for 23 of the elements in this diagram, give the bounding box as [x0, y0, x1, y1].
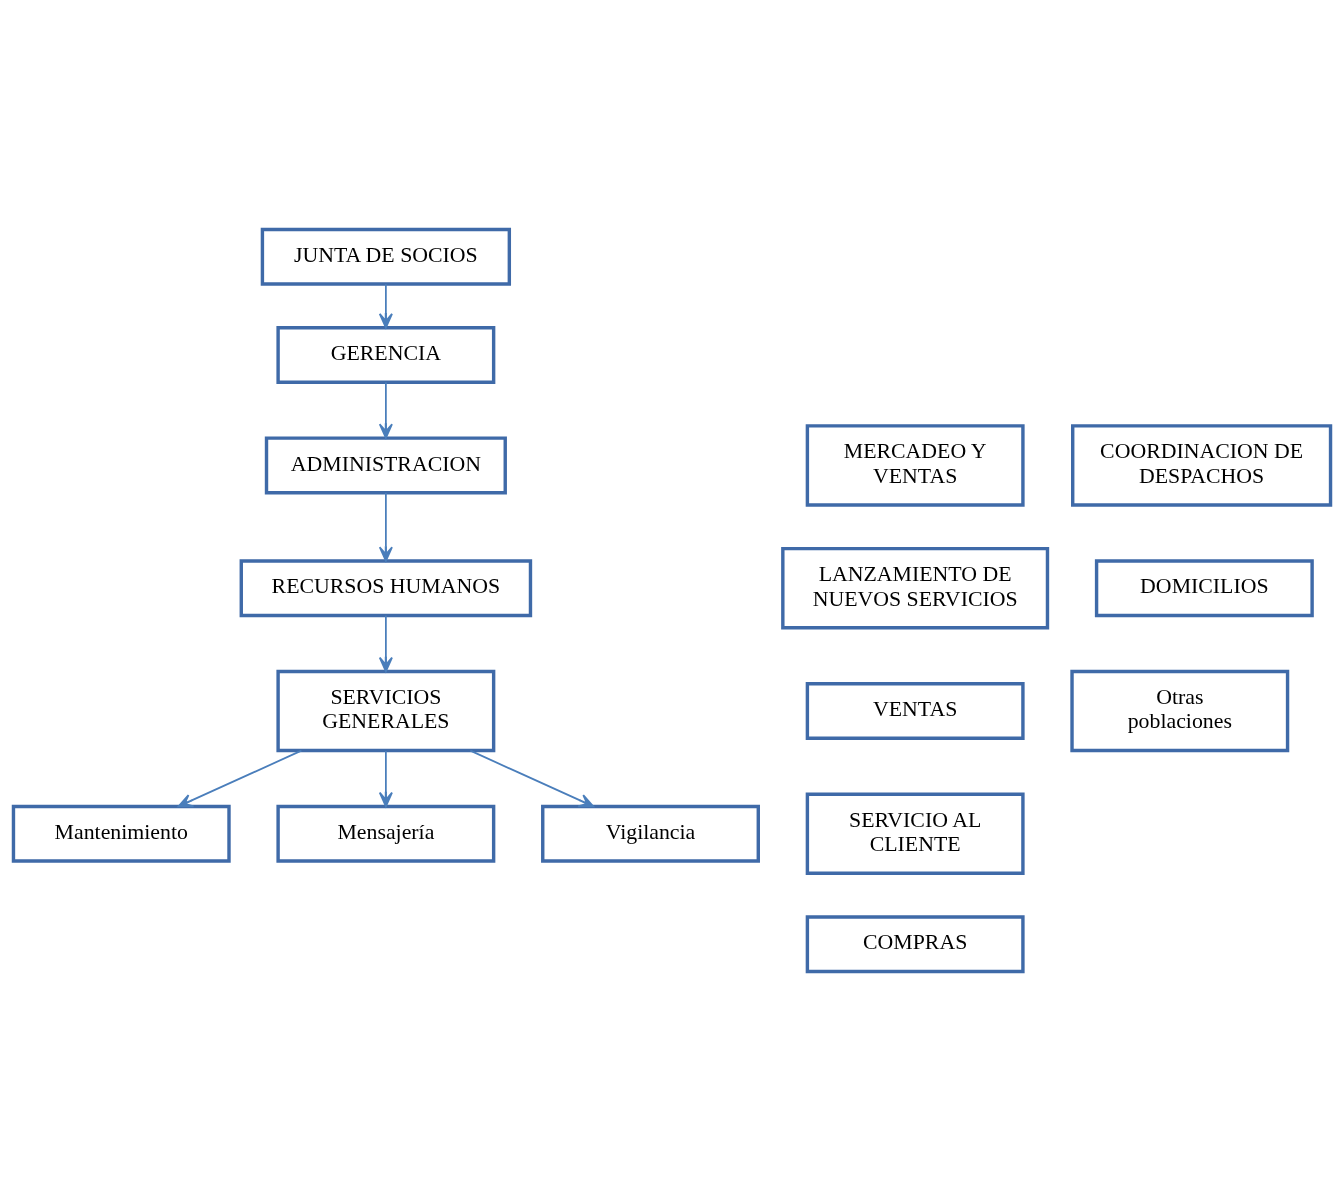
arrow — [378, 614, 393, 672]
node-box: SERVICIO AL CLIENTE — [805, 792, 1025, 875]
arrow — [378, 491, 393, 562]
arrow — [378, 282, 393, 328]
node-box: COORDINACION DE DESPACHOS — [1071, 423, 1333, 507]
node-box: Vigilancia — [541, 804, 760, 863]
node-box: MERCADEO Y VENTAS — [805, 423, 1025, 507]
node-box: VENTAS — [805, 681, 1025, 740]
node-box: DOMICILIOS — [1094, 558, 1314, 617]
node-box: Mensajería — [276, 804, 496, 863]
node-box: LANZAMIENTO DE NUEVOS SERVICIOS — [781, 546, 1050, 629]
node-box: Mantenimiento — [11, 804, 231, 863]
node-box: SERVICIOS GENERALES — [276, 669, 496, 752]
node-box: JUNTA DE SOCIOS — [260, 227, 512, 286]
node-box: Otras poblaciones — [1070, 669, 1290, 752]
node-box: GERENCIA — [276, 325, 496, 384]
node-box: RECURSOS HUMANOS — [239, 558, 533, 617]
node-box: COMPRAS — [805, 914, 1025, 973]
node-box: ADMINISTRACION — [264, 435, 507, 494]
arrow — [378, 749, 393, 807]
arrow — [378, 381, 393, 439]
arrow — [469, 749, 595, 807]
arrow — [177, 749, 303, 807]
